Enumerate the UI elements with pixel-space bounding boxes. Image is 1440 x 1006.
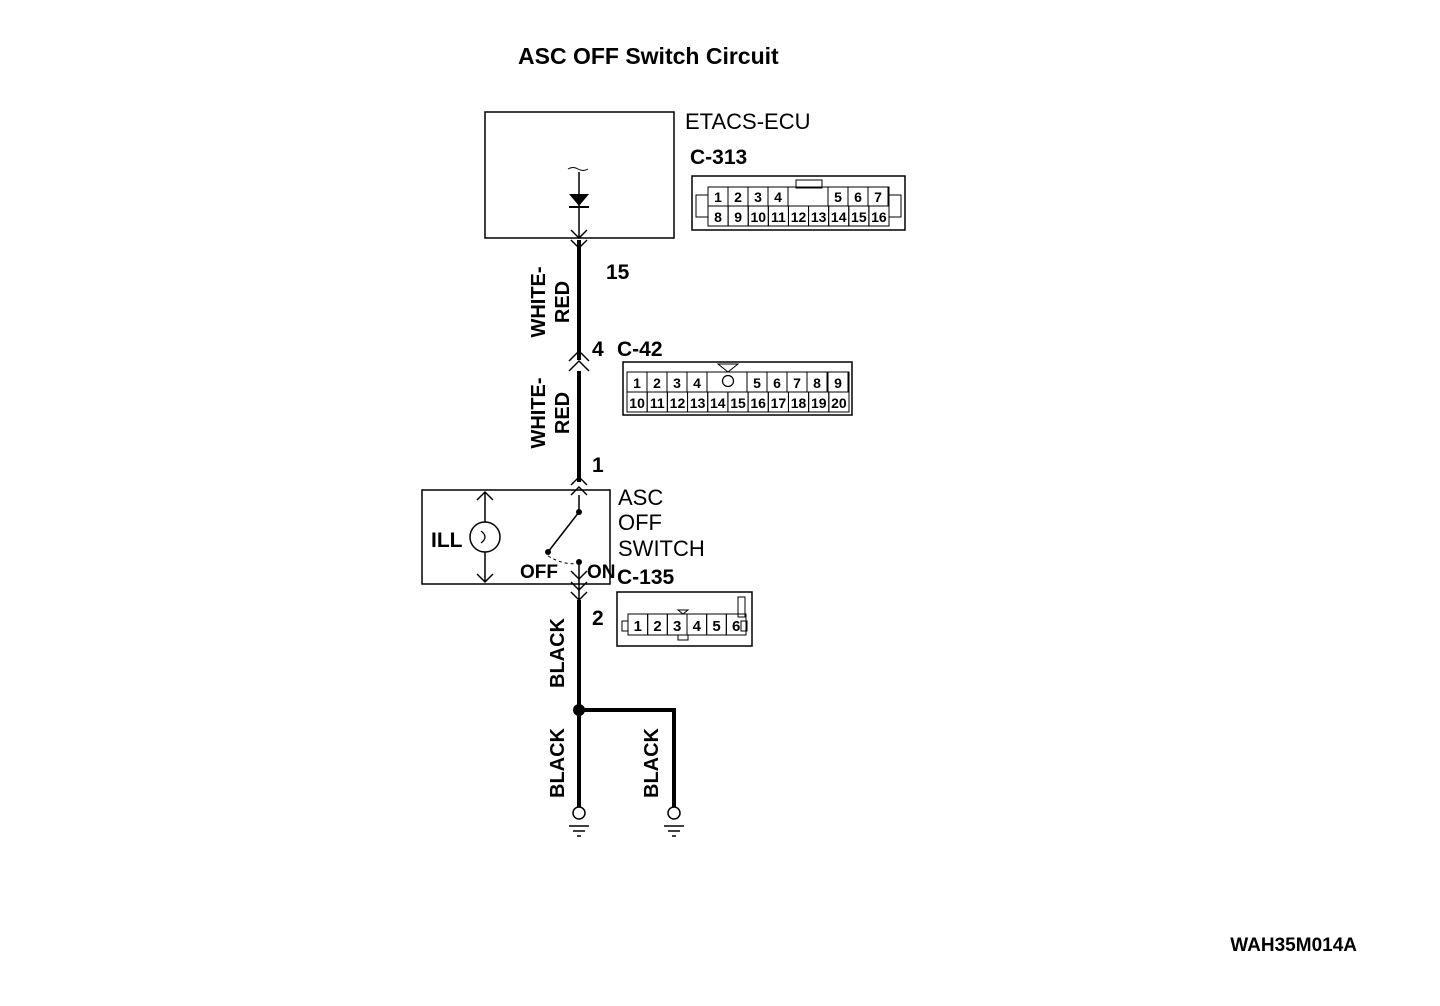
- ecu-name: ETACS-ECU: [685, 109, 811, 134]
- connector-pin-label: 14: [831, 209, 847, 225]
- connector-pin-label: 6: [854, 189, 862, 205]
- connector-pin-label: 9: [834, 375, 842, 391]
- connector-pin-label: 2: [653, 618, 661, 635]
- connector-pin-label: 7: [874, 189, 882, 205]
- connector-pin-label: 2: [734, 189, 742, 205]
- connector-pin-label: 18: [791, 395, 807, 411]
- wire-upper-color-line2: RED: [552, 281, 574, 323]
- ecu-pin-15: 15: [606, 261, 630, 284]
- illumination-label: ILL: [431, 529, 463, 552]
- switch-pin-2: 2: [592, 607, 604, 630]
- connector-pin-label: 1: [714, 189, 722, 205]
- connector-pin-label: 16: [750, 395, 766, 411]
- ground-icon: [569, 806, 589, 837]
- connector-pin-label: 20: [831, 395, 847, 411]
- figure-code: WAH35M014A: [1230, 935, 1357, 956]
- wire-black-ground-right: [579, 708, 676, 808]
- connector-pin-label: 11: [650, 395, 665, 411]
- connector-pin-label: 1: [633, 375, 641, 391]
- connector-pin-label: 4: [693, 618, 702, 635]
- connector-pin-label: 6: [732, 618, 740, 635]
- connector-pin-label: 3: [673, 618, 681, 635]
- connector-pin-label: 1: [634, 618, 642, 635]
- switch-connector-id: C-135: [617, 566, 675, 589]
- connector-pin-label: 11: [771, 209, 786, 225]
- switch-off-label: OFF: [520, 562, 558, 583]
- switch-on-label: ON: [587, 562, 616, 583]
- switch-contact-icon: [547, 511, 580, 553]
- connector-pin-label: 4: [774, 189, 782, 205]
- connector-pin-label: 5: [753, 375, 761, 391]
- connector-pin-label: 12: [670, 395, 686, 411]
- connector-pin-label: 12: [791, 209, 807, 225]
- connector-pin-label: 17: [771, 395, 787, 411]
- ground-right-color: BLACK: [641, 727, 663, 798]
- asc-off-switch: ILL OFF ON ASC OFF SWITCH C-135: [421, 475, 705, 602]
- switch-name-line3: SWITCH: [618, 536, 705, 561]
- switch-pin-1: 1: [592, 454, 604, 477]
- connector-pin-label: 8: [714, 209, 722, 225]
- connector-pin-label: 19: [811, 395, 827, 411]
- connector-pin-label: 8: [813, 375, 821, 391]
- connector-pin-label: 3: [673, 375, 681, 391]
- switch-name-line2: OFF: [618, 510, 662, 535]
- connector-pin-label: 13: [811, 209, 827, 225]
- connector-pin-label: 10: [750, 209, 766, 225]
- wire-middle-color-line2: RED: [552, 392, 574, 434]
- connector-pin-label: 14: [710, 395, 726, 411]
- connector-pin-label: 10: [629, 395, 645, 411]
- junction-pin-4: 4: [592, 338, 604, 361]
- connector-pin-label: 3: [754, 189, 762, 205]
- connector-pin-label: 4: [693, 375, 701, 391]
- etacs-ecu-box: ETACS-ECU C-313: [484, 109, 811, 250]
- connector-pin-label: 2: [653, 375, 661, 391]
- switch-name-line1: ASC: [618, 485, 663, 510]
- connector-pin-label: 6: [773, 375, 781, 391]
- connector-pin-label: 15: [730, 395, 746, 411]
- diagram-title: ASC OFF Switch Circuit: [518, 43, 779, 69]
- connector-pin-label: 7: [793, 375, 801, 391]
- connector-pin-label: 9: [734, 209, 742, 225]
- connector-pin-label: 15: [851, 209, 867, 225]
- connector-pin-label: 5: [834, 189, 842, 205]
- ground-icon: [664, 806, 684, 837]
- wire-upper-color-line1: WHITE-: [528, 266, 550, 337]
- ecu-connector-id: C-313: [690, 146, 747, 169]
- c42-junction: 4 C-42: [568, 338, 663, 372]
- connector-pin-label: 13: [690, 395, 706, 411]
- wire-middle-color-line1: WHITE-: [528, 377, 550, 448]
- junction-connector-id: C-42: [617, 338, 663, 361]
- connector-pin-label: 5: [712, 618, 720, 635]
- diode-icon: [569, 194, 589, 206]
- wire-lower-color: BLACK: [547, 617, 569, 688]
- ground-left-color: BLACK: [547, 727, 569, 798]
- connector-pin-label: 16: [871, 209, 887, 225]
